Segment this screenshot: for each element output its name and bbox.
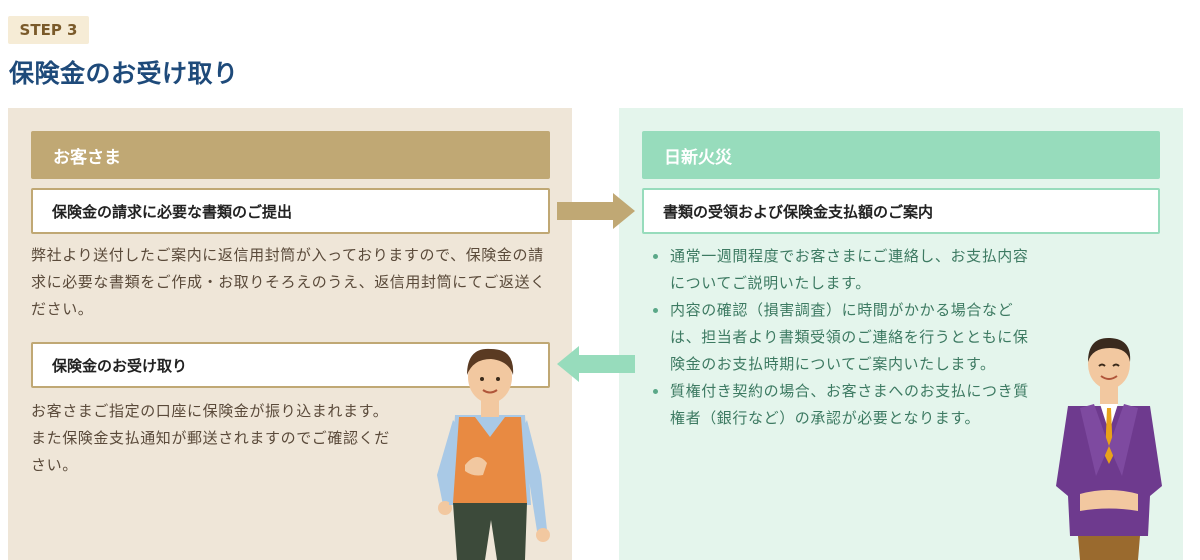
payment-receipt-line: また保険金支払通知が郵送されますのでご確認ください。 — [31, 429, 390, 474]
list-item: 質権付き契約の場合、お客さまへのお支払につき質権者（銀行など）の承認が必要となり… — [648, 378, 1033, 432]
document-submission-box: 保険金の請求に必要な書類のご提出 — [31, 188, 550, 234]
list-item: 内容の確認（損害調査）に時間がかかる場合などは、担当者より書類受領のご連絡を行う… — [648, 297, 1033, 378]
list-item: 通常一週間程度でお客さまにご連絡し、お支払内容についてご説明いたします。 — [648, 243, 1033, 297]
arrow-right-icon — [557, 193, 635, 229]
arrow-left-icon — [557, 346, 635, 382]
company-header: 日新火災 — [642, 131, 1160, 179]
payment-receipt-box: 保険金のお受け取り — [31, 342, 550, 388]
staff-illustration — [1056, 337, 1162, 560]
payment-receipt-description: お客さまご指定の口座に保険金が振り込まれます。 また保険金支払通知が郵送されます… — [31, 398, 401, 479]
payment-receipt-line: お客さまご指定の口座に保険金が振り込まれます。 — [31, 402, 389, 420]
document-receipt-box: 書類の受領および保険金支払額のご案内 — [642, 188, 1160, 234]
page-title: 保険金のお受け取り — [9, 59, 239, 88]
company-bullet-list: 通常一週間程度でお客さまにご連絡し、お支払内容についてご説明いたします。 内容の… — [648, 243, 1033, 432]
customer-illustration — [437, 348, 550, 560]
customer-header: お客さま — [31, 131, 550, 179]
step-badge: STEP 3 — [8, 16, 89, 44]
document-submission-description: 弊社より送付したご案内に返信用封筒が入っておりますので、保険金の請求に必要な書類… — [31, 246, 546, 318]
